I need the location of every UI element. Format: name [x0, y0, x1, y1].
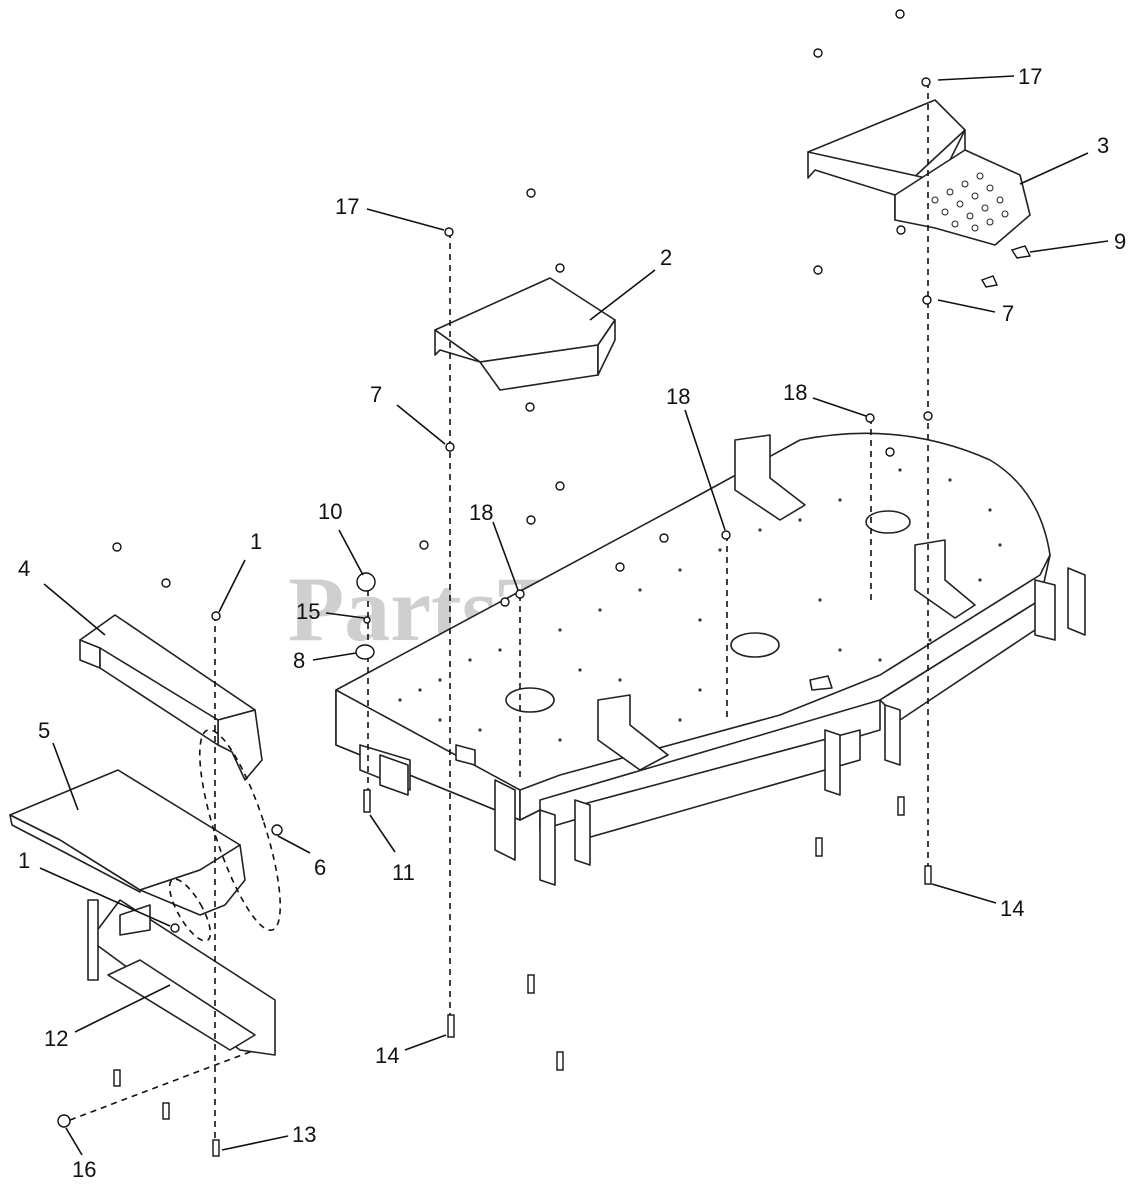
callout-3: 3	[1097, 133, 1109, 158]
callout-16: 16	[72, 1157, 96, 1182]
hardware	[57, 9, 1032, 1157]
callout-6: 6	[314, 855, 326, 880]
callout-8: 8	[293, 648, 305, 673]
callout-18-left: 18	[469, 500, 493, 525]
callout-14-center: 14	[375, 1043, 399, 1068]
callout-12: 12	[44, 1026, 68, 1051]
callout-10: 10	[318, 499, 342, 524]
part-5-cover	[9, 769, 246, 916]
callout-7-right: 7	[1002, 301, 1014, 326]
callout-17-top-right: 17	[1018, 64, 1042, 89]
assembly-lines	[69, 82, 929, 1150]
callout-15: 15	[296, 599, 320, 624]
part-2-shield	[434, 277, 616, 391]
callout-5: 5	[38, 718, 50, 743]
callout-17-center: 17	[335, 194, 359, 219]
part-6-ring-outline	[198, 729, 282, 931]
callout-14-right: 14	[1000, 896, 1024, 921]
part-12-bracket	[87, 899, 276, 1056]
callout-1-upper: 1	[250, 529, 262, 554]
callout-7-center: 7	[370, 382, 382, 407]
callout-13: 13	[292, 1122, 316, 1147]
part-6-ring-outline-lower	[168, 878, 212, 942]
callout-11: 11	[392, 860, 415, 885]
callout-1-lower: 1	[18, 848, 30, 873]
mower-deck	[335, 432, 1086, 886]
callout-18-right: 18	[783, 380, 807, 405]
part-3-shield	[807, 99, 1031, 246]
callout-9: 9	[1114, 229, 1126, 254]
leader-lines	[39, 75, 1109, 1156]
callout-4: 4	[18, 556, 30, 581]
callouts: 17 17 3 9 2 7 7 18 18 18 10 1 4 15 8 5 6…	[18, 64, 1126, 1182]
callout-2: 2	[660, 245, 672, 270]
part-4-cover	[79, 614, 263, 781]
callout-18-middle: 18	[666, 384, 690, 409]
